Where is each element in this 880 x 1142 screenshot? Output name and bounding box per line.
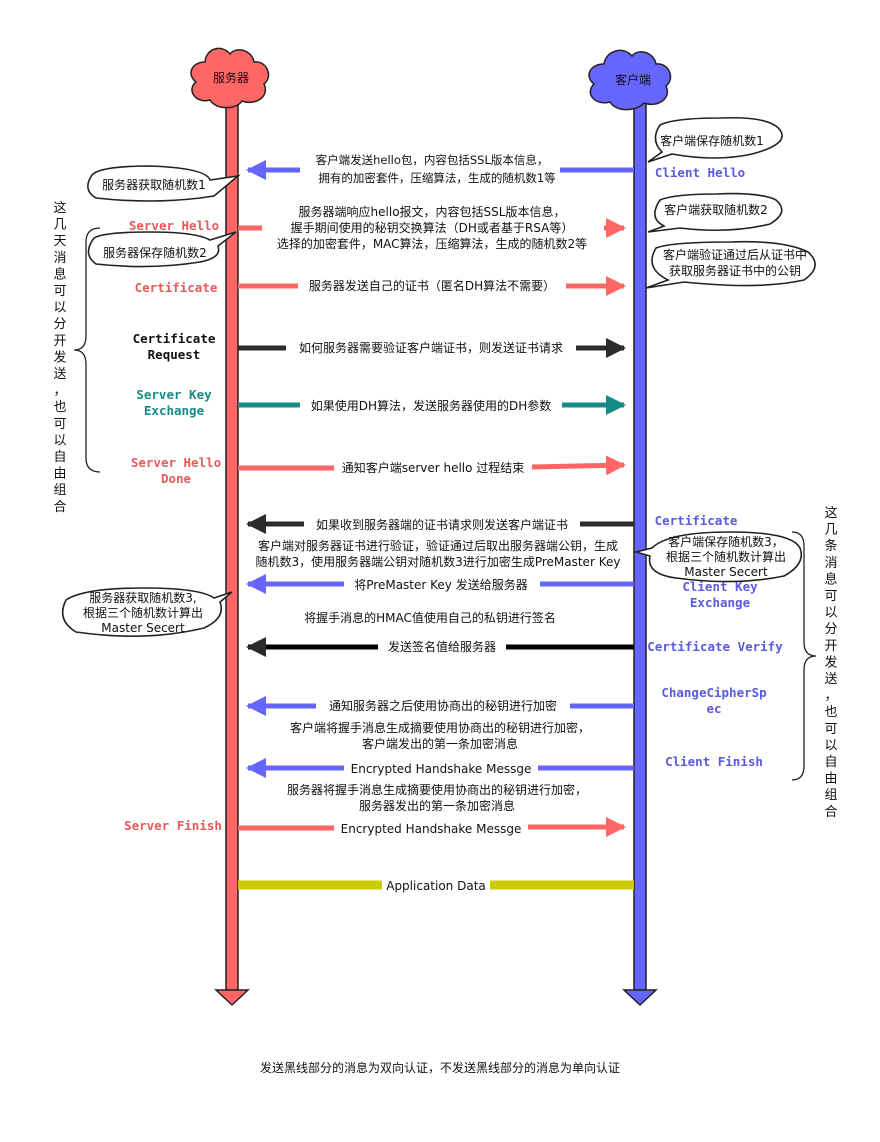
note-client-save-random1: 客户端保存随机数1 (647, 116, 783, 163)
server-hello-desc-2: 握手期间使用的秘钥交换算法（DH或者基于RSA等） (291, 220, 574, 235)
note-server-get-random3-3: Master Secert (101, 621, 185, 635)
note-client-get-random2-text: 客户端获取随机数2 (664, 202, 768, 217)
server-hello-done-label-1: Server Hello (131, 455, 221, 470)
client-finish-pre-2: 客户端发出的第一条加密消息 (362, 736, 518, 751)
note-server-get-random3-1: 服务器获取随机数3, (89, 590, 196, 605)
server-actor-label: 服务器 (213, 70, 249, 85)
footer-note: 发送黑线部分的消息为双向认证，不发送黑线部分的消息为单向认证 (260, 1060, 620, 1075)
note-client-save-random1-text: 客户端保存随机数1 (660, 133, 764, 148)
application-data-text: Application Data (386, 879, 486, 893)
client-key-exchange-pre-2: 随机数3，使用服务器端公钥对随机数3进行加密生成PreMaster Key (256, 554, 621, 569)
server-key-exchange-label-1: Server Key (136, 387, 212, 402)
server-key-exchange-label-2: Exchange (144, 403, 205, 418)
note-client-verify-cert: 客户端验证通过后从证书中 获取服务器证书中的公钥 (645, 240, 816, 289)
note-client-save-random3: 客户端保存随机数3， 根据三个随机数计算出 Master Secert (632, 531, 803, 583)
left-brace-note: 这几天消息可以分开发送，也可以自由组合 (53, 200, 66, 515)
certificate-request-label-2: Request (148, 347, 201, 362)
client-lifeline (622, 99, 658, 1007)
left-brace (73, 227, 101, 473)
client-certificate-label: Certificate (655, 513, 738, 528)
client-key-exchange-desc: 将PreMaster Key 发送给服务器 (354, 577, 527, 592)
left-vtext-text: 这几天消息可以分开发送，也可以自由组合 (53, 200, 66, 515)
server-hello-desc-1: 服务器端响应hello报文，内容包括SSL版本信息， (299, 204, 566, 219)
server-finish-arrow (238, 817, 626, 837)
client-hello-label: Client Hello (655, 165, 745, 180)
client-key-exchange-label-1: Client Key (682, 579, 758, 594)
server-key-exchange-desc: 如果使用DH算法，发送服务器使用的DH参数 (311, 398, 552, 413)
note-client-save-random3-1: 客户端保存随机数3， (668, 534, 784, 549)
change-cipher-spec-label-2: ec (706, 701, 721, 716)
server-finish-label: Server Finish (124, 818, 222, 833)
client-finish-desc: Encrypted Handshake Messge (351, 762, 532, 776)
server-finish-desc: Encrypted Handshake Messge (341, 822, 522, 836)
note-server-save-random2-text: 服务器保存随机数2 (103, 245, 207, 260)
certificate-desc: 服务器发送自己的证书（匿名DH算法不需要） (309, 278, 555, 293)
server-hello-done-desc: 通知客户端server hello 过程结束 (342, 460, 525, 475)
client-key-exchange-label-2: Exchange (690, 595, 751, 610)
right-brace (791, 531, 817, 781)
client-actor-label: 客户端 (615, 72, 651, 87)
change-cipher-spec-label-1: ChangeCipherSp (661, 685, 766, 700)
certificate-verify-pre: 将握手消息的HMAC值使用自己的私钥进行签名 (304, 610, 556, 625)
server-hello-done-label-2: Done (161, 471, 192, 486)
certificate-verify-label: Certificate Verify (647, 639, 783, 654)
server-cloud: 服务器 (190, 47, 270, 109)
client-finish-pre-1: 客户端将握手消息生成摘要使用协商出的秘钥进行加密， (290, 720, 590, 735)
certificate-request-desc: 如何服务器需要验证客户端证书，则发送证书请求 (299, 340, 563, 355)
note-client-verify-cert-2: 获取服务器证书中的公钥 (669, 263, 801, 278)
note-server-get-random3-2: 根据三个随机数计算出 (83, 605, 203, 620)
note-client-verify-cert-1: 客户端验证通过后从证书中 (663, 247, 807, 262)
right-vtext-text: 这几条消息可以分开发送，也可以自由组合 (824, 505, 837, 820)
certificate-request-label-1: Certificate (133, 331, 216, 346)
note-client-save-random3-2: 根据三个随机数计算出 (666, 549, 786, 564)
certificate-label: Certificate (135, 280, 218, 295)
client-hello-desc-1: 客户端发送hello包，内容包括SSL版本信息， (316, 153, 549, 167)
change-cipher-spec-desc: 通知服务器之后使用协商出的秘钥进行加密 (329, 698, 557, 713)
server-hello-desc-3: 选择的加密套件，MAC算法，压缩算法，生成的随机数2等 (277, 236, 587, 251)
certificate-verify-desc: 发送签名值给服务器 (388, 639, 496, 654)
note-client-get-random2: 客户端获取随机数2 (647, 192, 783, 233)
right-brace-note: 这几条消息可以分开发送，也可以自由组合 (824, 505, 837, 820)
server-hello-label: Server Hello (129, 218, 219, 233)
server-finish-pre-1: 服务器将握手消息生成摘要使用协商出的秘钥进行加密， (287, 782, 587, 797)
note-client-save-random3-3: Master Secert (684, 565, 768, 579)
server-finish-pre-2: 服务器发出的第一条加密消息 (359, 798, 515, 813)
client-cloud: 客户端 (588, 49, 672, 111)
note-server-save-random2: 服务器保存随机数2 (87, 231, 237, 268)
client-hello-desc-2: 拥有的加密套件，压缩算法，生成的随机数1等 (318, 171, 555, 185)
client-key-exchange-pre-1: 客户端对服务器证书进行验证，验证通过后取出服务器端公钥，生成 (258, 538, 618, 553)
note-server-get-random1: 服务器获取随机数1 (87, 165, 241, 202)
client-certificate-desc: 如果收到服务器端的证书请求则发送客户端证书 (316, 517, 568, 532)
client-finish-label: Client Finish (665, 754, 763, 769)
note-server-get-random1-text: 服务器获取随机数1 (102, 177, 206, 192)
note-server-get-random3: 服务器获取随机数3, 根据三个随机数计算出 Master Secert (61, 587, 233, 637)
server-hello-done-arrow (238, 455, 626, 476)
